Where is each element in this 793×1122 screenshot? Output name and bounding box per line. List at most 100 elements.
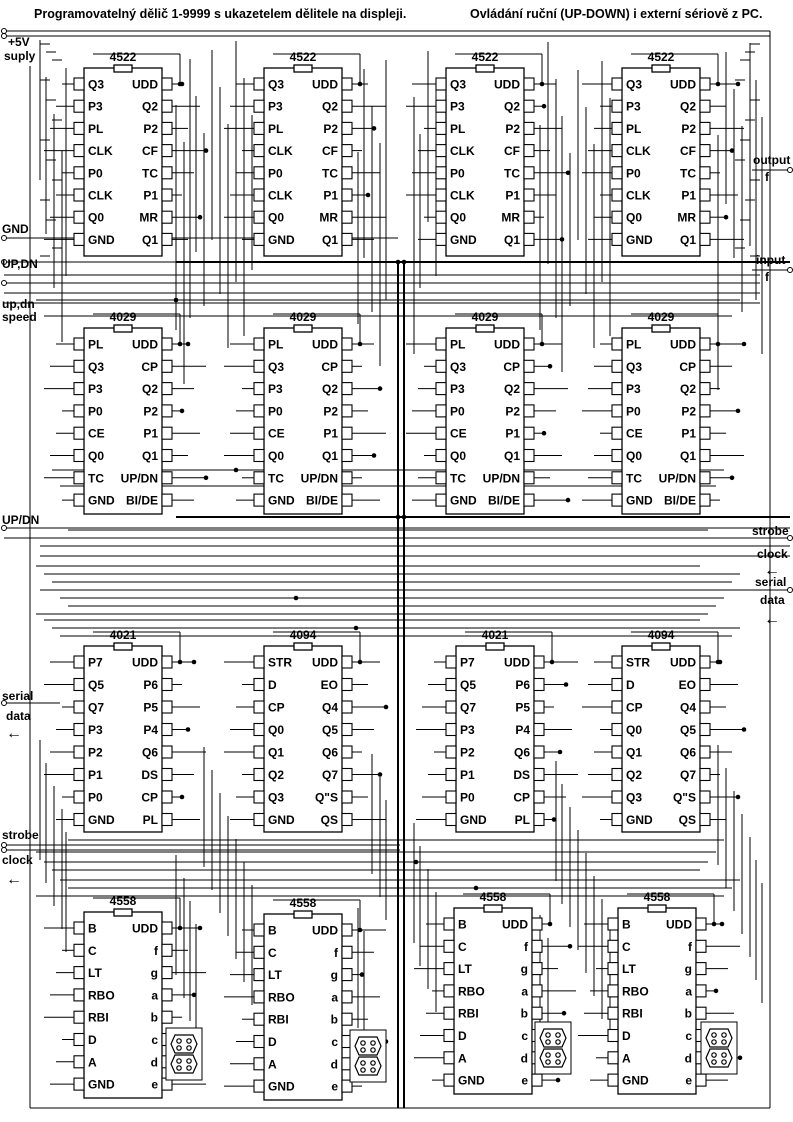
pin-right bbox=[161, 471, 173, 485]
pin-left bbox=[73, 812, 85, 827]
ic-body bbox=[621, 67, 701, 257]
pin-label: CP bbox=[321, 360, 338, 374]
pin-right bbox=[533, 700, 545, 714]
label-plus5v: +5V bbox=[8, 35, 30, 49]
pin-label: a bbox=[685, 984, 692, 998]
pin-label: Q1 bbox=[680, 449, 696, 463]
pin-right bbox=[161, 99, 173, 113]
pin-label: P0 bbox=[268, 404, 283, 418]
pin-right bbox=[695, 1073, 707, 1087]
pin-label: Q3 bbox=[268, 78, 284, 92]
pin-label: P0 bbox=[450, 404, 465, 418]
segment bbox=[370, 1060, 376, 1066]
pin-right bbox=[161, 1010, 173, 1024]
pin-right bbox=[531, 984, 543, 998]
pin-left bbox=[73, 493, 85, 507]
junction-dot bbox=[737, 1055, 743, 1061]
pin-label: Q2 bbox=[626, 768, 642, 782]
pin-label: RBI bbox=[622, 1007, 643, 1021]
pin-right bbox=[699, 121, 711, 135]
pin-label: PL bbox=[515, 813, 530, 827]
pin-label: d bbox=[151, 1055, 158, 1069]
pin-label: Q7 bbox=[88, 701, 104, 715]
pin-right bbox=[161, 745, 173, 759]
pin-label: UDD bbox=[132, 78, 158, 92]
pin-label: STR bbox=[268, 656, 292, 670]
pin-left bbox=[73, 767, 85, 782]
pin-right bbox=[161, 655, 173, 669]
pin-label: P3 bbox=[268, 382, 283, 396]
pin-left bbox=[73, 210, 85, 224]
pin-label: b bbox=[685, 1007, 692, 1021]
pin-label: PL bbox=[450, 122, 465, 136]
pin-left bbox=[253, 359, 265, 373]
pin-label: LT bbox=[458, 962, 472, 976]
pin-right bbox=[699, 722, 711, 737]
pin-label: GND bbox=[88, 813, 115, 827]
pin-right bbox=[695, 962, 707, 976]
segment bbox=[186, 1058, 192, 1064]
pin-label: P5 bbox=[515, 701, 530, 715]
pin-right bbox=[523, 144, 535, 158]
pin-left bbox=[445, 655, 457, 669]
segment bbox=[545, 1032, 551, 1038]
ic-notch bbox=[485, 642, 505, 651]
ic-name: 4522 bbox=[472, 50, 499, 64]
pin-label: Q2 bbox=[142, 382, 158, 396]
pin-label: Q0 bbox=[626, 211, 642, 225]
pin-right bbox=[161, 77, 173, 91]
pin-label: P3 bbox=[450, 382, 465, 396]
pin-left bbox=[253, 166, 265, 180]
pin-label: D bbox=[626, 678, 635, 692]
pin-label: PL bbox=[143, 813, 158, 827]
pin-right bbox=[533, 767, 545, 782]
pin-left bbox=[253, 767, 265, 782]
pin-right bbox=[523, 426, 535, 440]
pin-left bbox=[443, 1006, 455, 1020]
pin-label: QS bbox=[321, 813, 338, 827]
pin-label: UDD bbox=[670, 78, 696, 92]
pin-left bbox=[611, 493, 623, 507]
pin-label: Q0 bbox=[450, 211, 466, 225]
pin-right bbox=[695, 939, 707, 953]
pin-label: C bbox=[268, 946, 277, 960]
pin-right bbox=[695, 917, 707, 931]
pin-label: Q1 bbox=[504, 233, 520, 247]
pin-label: DS bbox=[513, 768, 530, 782]
pin-right bbox=[523, 337, 535, 351]
display-digit bbox=[705, 1048, 733, 1068]
pin-label: CLK bbox=[88, 144, 113, 158]
pin-label: Q"S bbox=[315, 791, 338, 805]
pin-left bbox=[611, 812, 623, 827]
pin-left bbox=[253, 812, 265, 827]
pin-right bbox=[161, 700, 173, 714]
segment bbox=[721, 1059, 727, 1065]
pin-label: P1 bbox=[681, 189, 696, 203]
pin-label: P2 bbox=[505, 404, 520, 418]
pin-left bbox=[253, 923, 265, 937]
pin-label: GND bbox=[268, 494, 295, 508]
segment bbox=[555, 1039, 561, 1045]
junction-dot bbox=[197, 214, 203, 220]
pin-label: P3 bbox=[88, 382, 103, 396]
pin-label: PL bbox=[88, 122, 103, 136]
pin-label: a bbox=[331, 990, 338, 1004]
pin-right bbox=[161, 121, 173, 135]
pin-left bbox=[611, 359, 623, 373]
pin-left bbox=[435, 337, 447, 351]
junction-dot bbox=[177, 81, 183, 87]
pin-left bbox=[253, 426, 265, 440]
pin-left bbox=[435, 121, 447, 135]
pin-label: CE bbox=[268, 427, 285, 441]
pin-label: f bbox=[154, 944, 159, 958]
pin-label: Q1 bbox=[268, 746, 284, 760]
pin-left bbox=[611, 382, 623, 396]
pin-label: MR bbox=[501, 211, 520, 225]
pin-label: D bbox=[268, 678, 277, 692]
pin-label: P1 bbox=[323, 427, 338, 441]
pin-right bbox=[531, 962, 543, 976]
pin-label: f bbox=[334, 946, 339, 960]
pin-label: CF bbox=[142, 144, 158, 158]
